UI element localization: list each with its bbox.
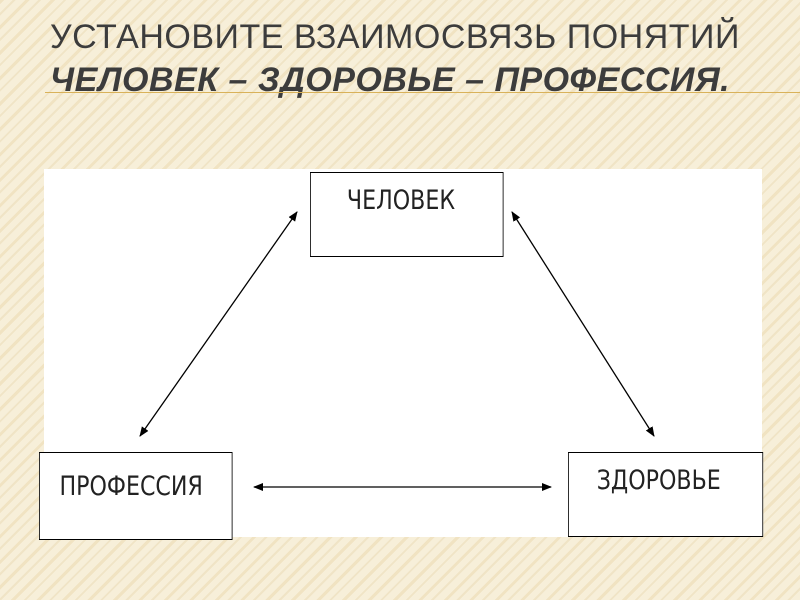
arrow-person-health (511, 211, 655, 437)
title-underline (45, 92, 800, 93)
node-health-label: ЗДОРОВЬЕ (596, 465, 721, 496)
title-plain: УСТАНОВИТЕ ВЗАИМОСВЯЗЬ ПОНЯТИЙ (50, 18, 740, 56)
node-profession-label: ПРОФЕССИЯ (59, 471, 203, 502)
node-profession: ПРОФЕССИЯ (39, 452, 233, 540)
node-person: ЧЕЛОВЕК (310, 172, 504, 257)
arrows-layer (139, 211, 655, 491)
slide-title: УСТАНОВИТЕ ВЗАИМОСВЯЗЬ ПОНЯТИЙ ЧЕЛОВЕК –… (50, 16, 770, 102)
arrow-profession-person (139, 211, 298, 437)
title-emphasis: ЧЕЛОВЕК – ЗДОРОВЬЕ – ПРОФЕССИЯ. (50, 61, 731, 99)
diagram-panel: ЧЕЛОВЕК ПРОФЕССИЯ ЗДОРОВЬЕ (39, 169, 764, 540)
node-person-label: ЧЕЛОВЕК (346, 185, 456, 216)
node-health: ЗДОРОВЬЕ (568, 452, 764, 537)
